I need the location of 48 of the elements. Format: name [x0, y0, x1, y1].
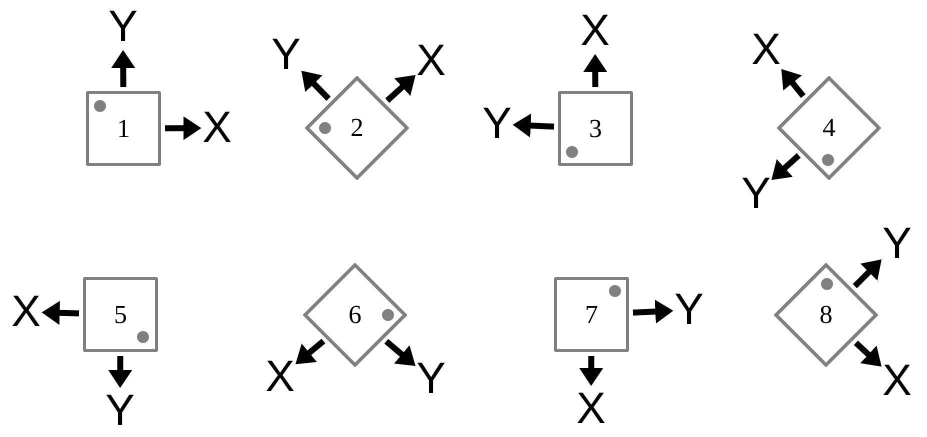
axis-label: Y: [674, 288, 704, 332]
arrow: [854, 340, 882, 367]
arrow: [385, 74, 416, 103]
axis-label: X: [202, 106, 232, 150]
arrow: [301, 70, 331, 101]
square-box: [83, 277, 158, 352]
arrow: [42, 300, 80, 325]
diamond-box: [303, 263, 407, 367]
square-box: [558, 91, 633, 166]
arrow: [771, 153, 801, 180]
axis-label: Y: [105, 389, 135, 433]
axis-label: Y: [108, 5, 138, 49]
axis-label: X: [11, 290, 41, 334]
axis-label: Y: [271, 33, 301, 77]
box-number: 3: [589, 116, 602, 142]
diamond-box: [777, 76, 881, 180]
arrow: [852, 259, 882, 288]
arrow: [111, 50, 136, 88]
arrow: [512, 114, 554, 138]
arrow: [164, 116, 202, 140]
arrow: [108, 356, 132, 388]
arrow: [781, 68, 806, 98]
box-number: 2: [350, 115, 364, 141]
arrow: [295, 338, 326, 364]
arrow: [384, 339, 416, 366]
axis-label: Y: [416, 357, 446, 401]
arrow: [579, 356, 604, 386]
axis-label: X: [882, 359, 912, 403]
box-number: 4: [822, 115, 836, 141]
square-box: [554, 277, 629, 352]
square-box: [86, 91, 161, 166]
diamond-box: [774, 263, 878, 367]
box-number: 7: [585, 302, 598, 328]
axis-label: X: [751, 28, 781, 72]
axis-label: X: [580, 9, 610, 53]
axis-label: Y: [882, 222, 912, 266]
box-number: 1: [117, 116, 130, 142]
arrow: [632, 300, 674, 324]
axis-label: X: [265, 355, 295, 399]
axis-label: X: [576, 387, 606, 431]
arrow: [583, 54, 608, 88]
box-number: 6: [348, 302, 362, 328]
axis-label: Y: [741, 172, 771, 216]
diamond-box: [305, 76, 409, 180]
axis-label: X: [416, 39, 446, 83]
box-number: 5: [114, 302, 127, 328]
axis-label: Y: [482, 102, 512, 146]
box-number: 8: [820, 302, 832, 328]
